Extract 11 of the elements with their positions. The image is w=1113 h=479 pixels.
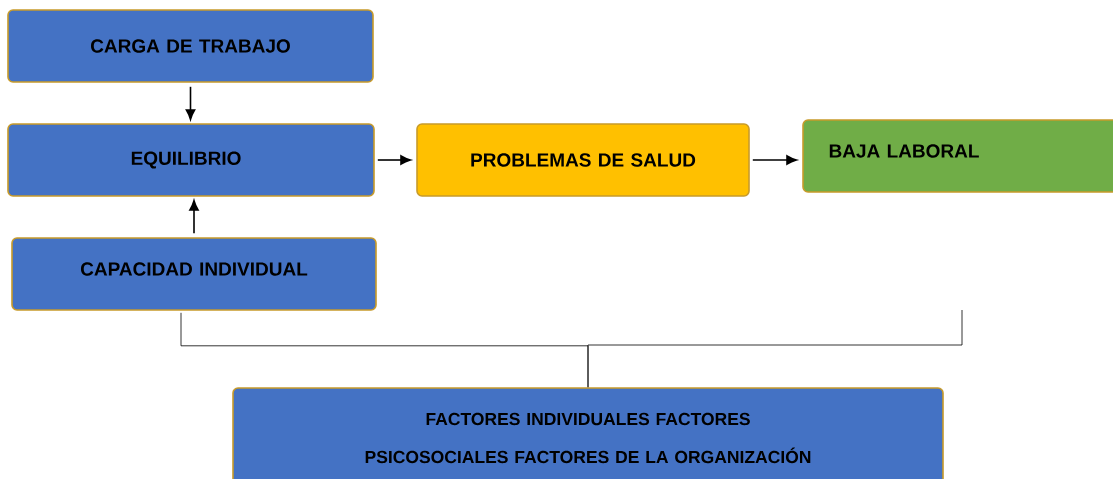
process-box: CARGA DE TRABAJO	[7, 9, 374, 83]
arrow	[752, 155, 798, 165]
process-box: EQUILIBRIO	[7, 123, 375, 197]
process-box: FACTORES INDIVIDUALES FACTORES PSICOSOCIALES FACTORES DE LA ORGANIZACIÓN	[232, 387, 944, 479]
arrow	[377, 155, 412, 165]
process-box: PROBLEMAS DE SALUD	[416, 123, 750, 197]
process-box: CAPACIDAD INDIVIDUAL	[11, 237, 377, 311]
arrow	[189, 199, 199, 234]
process-box: BAJA LABORAL	[802, 119, 1113, 193]
bracket-line	[587, 309, 963, 388]
arrow	[185, 86, 196, 121]
